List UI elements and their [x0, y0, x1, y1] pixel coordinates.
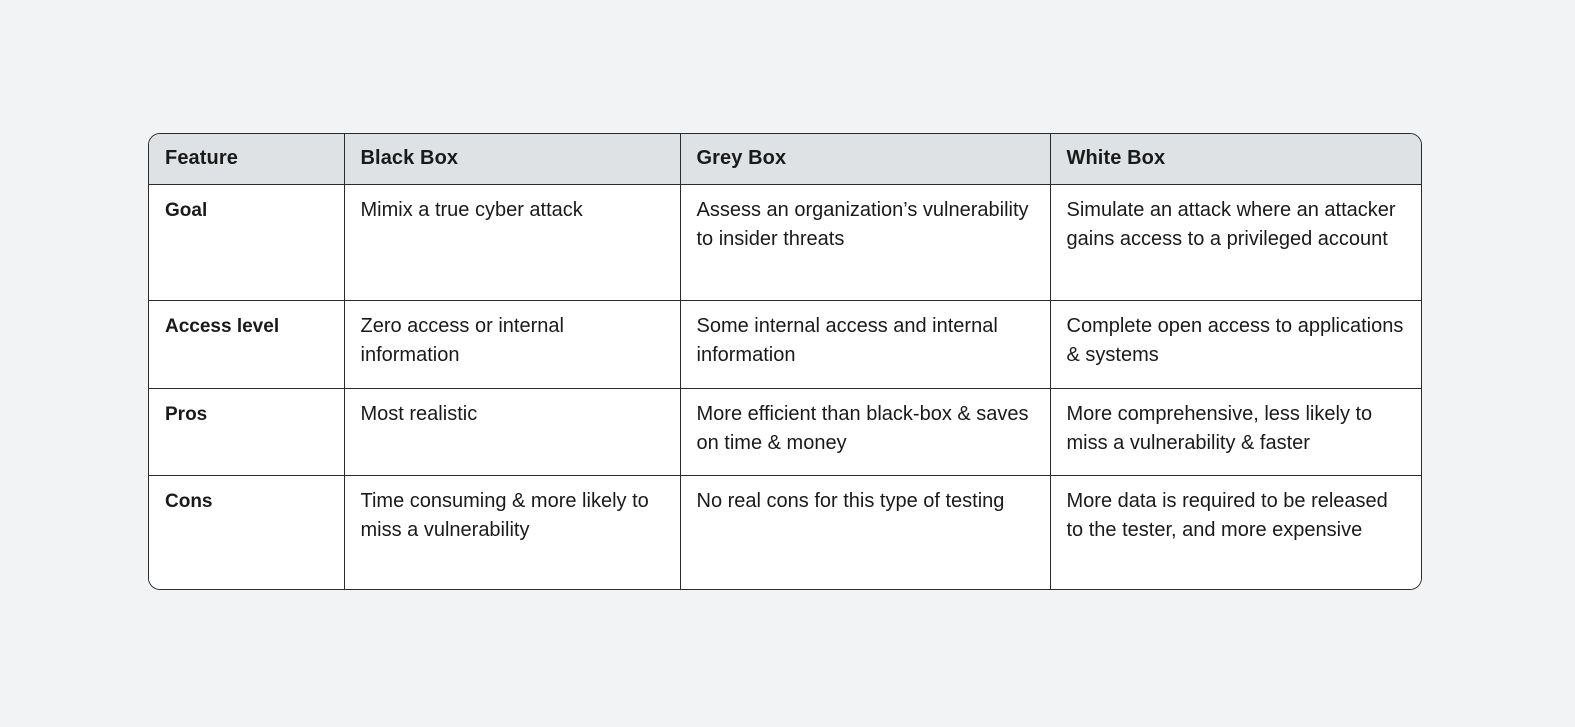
table-header: Feature Black Box Grey Box White Box — [149, 134, 1421, 185]
row-label-pros: Pros — [149, 388, 345, 476]
row-label-cons: Cons — [149, 475, 345, 589]
cell-goal-black-box: Mimix a true cyber attack — [344, 184, 681, 301]
table-row-pros: Pros Most realistic More efficient than … — [149, 388, 1421, 476]
cell-access-grey-box: Some internal access and internal inform… — [680, 300, 1051, 389]
row-label-goal: Goal — [149, 184, 345, 301]
header-cell-black-box: Black Box — [344, 134, 681, 185]
table-body: Goal Mimix a true cyber attack Assess an… — [149, 184, 1421, 589]
cell-cons-black-box: Time consuming & more likely to miss a v… — [344, 475, 681, 589]
header-row: Feature Black Box Grey Box White Box — [149, 134, 1421, 185]
cell-goal-white-box: Simulate an attack where an attacker gai… — [1050, 184, 1421, 301]
header-cell-white-box: White Box — [1050, 134, 1421, 185]
header-cell-feature: Feature — [149, 134, 345, 185]
cell-access-black-box: Zero access or internal information — [344, 300, 681, 389]
row-label-access-level: Access level — [149, 300, 345, 389]
cell-goal-grey-box: Assess an organization’s vulnerability t… — [680, 184, 1051, 301]
table-row-cons: Cons Time consuming & more likely to mis… — [149, 475, 1421, 589]
comparison-table-container: Feature Black Box Grey Box White Box Goa… — [148, 133, 1422, 590]
cell-pros-black-box: Most realistic — [344, 388, 681, 476]
table-row-goal: Goal Mimix a true cyber attack Assess an… — [149, 184, 1421, 301]
cell-cons-grey-box: No real cons for this type of testing — [680, 475, 1051, 589]
cell-pros-white-box: More comprehensive, less likely to miss … — [1050, 388, 1421, 476]
header-cell-grey-box: Grey Box — [680, 134, 1051, 185]
cell-access-white-box: Complete open access to applications & s… — [1050, 300, 1421, 389]
cell-pros-grey-box: More efficient than black-box & saves on… — [680, 388, 1051, 476]
pentest-comparison-table: Feature Black Box Grey Box White Box Goa… — [149, 134, 1421, 589]
table-row-access-level: Access level Zero access or internal inf… — [149, 300, 1421, 389]
cell-cons-white-box: More data is required to be released to … — [1050, 475, 1421, 589]
